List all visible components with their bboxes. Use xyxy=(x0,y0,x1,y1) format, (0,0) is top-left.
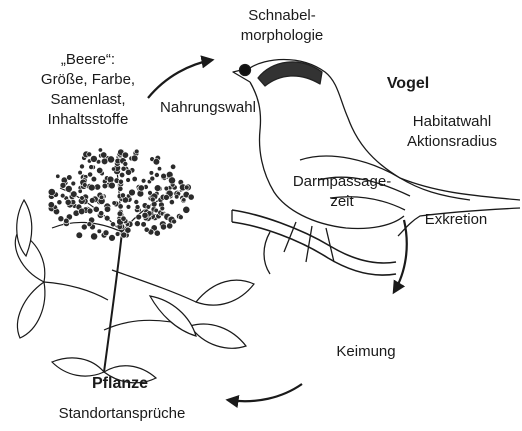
label-berry-traits: „Beere“: Größe, Farbe, Samenlast, Inhalt… xyxy=(41,50,135,130)
arrow-to-plant xyxy=(228,384,302,401)
label-excretion: Exkretion xyxy=(425,210,488,230)
arrow-to-germination xyxy=(394,220,407,292)
label-gut-passage: Darmpassage- zeit xyxy=(293,172,391,212)
label-habitat: Habitatwahl Aktionsradius xyxy=(407,112,497,152)
blackcap-bird-icon xyxy=(232,60,520,276)
label-bird: Vogel xyxy=(387,74,429,94)
label-food-choice: Nahrungswahl xyxy=(160,98,256,118)
elderberry-cluster-icon xyxy=(48,148,194,242)
label-site-requirements: Standortansprüche xyxy=(59,404,186,424)
arrow-to-bird xyxy=(148,60,212,98)
label-germination: Keimung xyxy=(336,342,395,362)
label-plant: Pflanze xyxy=(92,374,148,394)
label-beak-morphology: Schnabel- morphologie xyxy=(241,6,324,46)
